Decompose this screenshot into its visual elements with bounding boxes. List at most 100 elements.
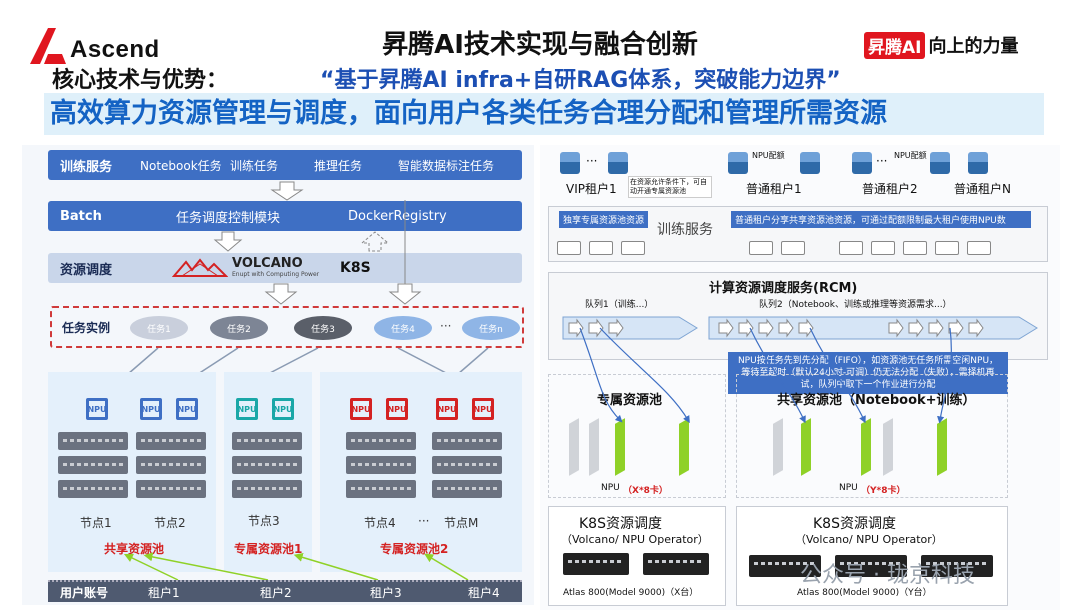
server-icon [232, 432, 302, 450]
task-slot [749, 241, 773, 255]
atlas-y-label: Atlas 800(Model 9000)（Y台） [797, 588, 932, 598]
server-icon [232, 456, 302, 474]
scheduling-bar: 资源调度 VOLCANO Enupt with Computing Power … [48, 253, 522, 283]
ascend-logo: Ascend [26, 24, 176, 68]
queue1-label: 队列1（训练...） [585, 300, 654, 310]
task-ellipsis: ··· [440, 319, 452, 333]
rcm-title: 计算资源调度服务(RCM) [709, 281, 858, 296]
npu-chip-icon: NPU [436, 398, 458, 420]
server-icon [432, 432, 502, 450]
server-icon [58, 432, 128, 450]
user-icon [968, 152, 988, 174]
tenant-name: VIP租户1 [566, 182, 617, 196]
atlas-server-icon [563, 553, 629, 575]
task-slot [589, 241, 613, 255]
node-label: 节点M [444, 516, 479, 530]
npu-chip-icon: NPU [350, 398, 372, 420]
task-pill: 任务4 [374, 316, 432, 340]
npu-x-prefix: NPU [601, 483, 620, 493]
exclusive-tag: 独享专属资源池资源 [559, 211, 649, 228]
server-icon [58, 456, 128, 474]
service-item: Notebook任务 [140, 158, 222, 173]
assignment-curves [579, 327, 952, 424]
vip-note: 在资源允许条件下，可自动开通专属资源池 [628, 176, 712, 198]
task-pill: 任务1 [130, 316, 188, 340]
node-label: 节点4 [364, 516, 396, 530]
pool-label: 专属资源池1 [234, 542, 303, 556]
server-icon [136, 480, 206, 498]
brand-slogan: 昇腾AI 向上的力量 [864, 31, 1019, 59]
user-icon [728, 152, 748, 174]
k8s-title: K8S资源调度 [579, 516, 662, 532]
npu-quota-label: NPU配额 [752, 151, 785, 160]
tenant-label: 租户4 [468, 585, 500, 600]
task-slot [621, 241, 645, 255]
queue2-label: 队列2（Notebook、训练或推理等资源需求...） [759, 300, 952, 310]
volcano-mountain-icon [172, 258, 228, 277]
server-icon [432, 480, 502, 498]
server-icon [346, 456, 416, 474]
queue-arrows [562, 316, 1038, 340]
down-arrow-icon [270, 181, 304, 201]
npu-quota-label: NPU配额 [894, 151, 927, 160]
service-item: 智能数据标注任务 [398, 158, 495, 173]
node-label: 节点3 [248, 514, 280, 528]
k8s-box-y: K8S资源调度 （Volcano/ NPU Operator） Atlas 80… [736, 506, 1008, 606]
task-pill: 任务2 [210, 316, 268, 340]
server-icon [58, 480, 128, 498]
down-arrow-icon [264, 283, 298, 305]
task-pill: 任务3 [294, 316, 352, 340]
k8s-label: K8S [340, 260, 371, 276]
rt-shared-pool-label: 共享资源池（Notebook+训练） [777, 393, 976, 408]
training-service-title: 训练服务 [60, 159, 113, 175]
server-icon [232, 480, 302, 498]
user-ellipsis: ··· [876, 154, 888, 168]
scheduling-title: 资源调度 [60, 262, 113, 278]
npu-chip-icon: NPU [176, 398, 198, 420]
down-arrow-icon [388, 283, 422, 305]
rt-exclusive-pool-label: 专属资源池 [597, 393, 663, 408]
up-arrow-icon [360, 231, 390, 252]
rt-training-service-title: 训练服务 [657, 222, 713, 238]
brand-slogan-text: 向上的力量 [928, 36, 1019, 57]
logo-text: Ascend [70, 36, 160, 63]
k8s-box-x: K8S资源调度 （Volcano/ NPU Operator） Atlas 80… [548, 506, 726, 606]
tenant-name: 普通租户2 [862, 182, 918, 196]
npu-chip-icon: NPU [140, 398, 162, 420]
training-service-bar: 训练服务 Notebook任务 训练任务 推理任务 智能数据标注任务 [48, 150, 522, 180]
k8s-subtitle: （Volcano/ NPU Operator） [795, 533, 943, 546]
shared-tag: 普通租户分享共享资源池资源，可通过配额限制最大租户使用NPU数 [731, 211, 1031, 228]
tenant-label: 租户3 [370, 585, 402, 600]
npu-chip-icon: NPU [236, 398, 258, 420]
batch-title: Batch [60, 208, 102, 224]
tenant-arrows [123, 552, 469, 581]
k8s-title: K8S资源调度 [813, 516, 896, 532]
server-icon [136, 456, 206, 474]
page-title: 昇腾AI技术实现与融合创新 [382, 30, 698, 60]
node-label: 节点2 [154, 516, 186, 530]
tenant-label: 租户1 [148, 585, 180, 600]
user-icon [560, 152, 580, 174]
service-item: 训练任务 [230, 158, 279, 173]
rt-shared-pool-box: 共享资源池（Notebook+训练） NPU （Y*8卡） [736, 374, 1008, 498]
user-icon [930, 152, 950, 174]
volcano-subtitle: Enupt with Computing Power [232, 271, 320, 278]
batch-bar: Batch 任务调度控制模块 DockerRegistry [48, 201, 522, 231]
tenant-name: 普通租户N [954, 182, 1011, 196]
npu-y-prefix: NPU [839, 483, 858, 493]
server-icon [346, 480, 416, 498]
pool-label: 专属资源池2 [380, 542, 449, 556]
atlas-server-icon [835, 555, 907, 577]
user-icon [800, 152, 820, 174]
atlas-x-label: Atlas 800(Model 9000)（X台） [563, 588, 699, 598]
rt-training-service-box: 独享专属资源池资源 训练服务 普通租户分享共享资源池资源，可通过配额限制最大租户… [548, 206, 1048, 262]
flow-arrows [213, 181, 422, 305]
rcm-box: 计算资源调度服务(RCM) 队列1（训练...） 队列2（Notebook、训练… [548, 272, 1048, 360]
user-icon [608, 152, 628, 174]
user-icon [852, 152, 872, 174]
npu-chip-icon: NPU [386, 398, 408, 420]
npu-x-count: （X*8卡） [623, 486, 668, 496]
batch-item: 任务调度控制模块 [176, 210, 281, 226]
task-pill: 任务n [462, 316, 520, 340]
server-icon [346, 432, 416, 450]
